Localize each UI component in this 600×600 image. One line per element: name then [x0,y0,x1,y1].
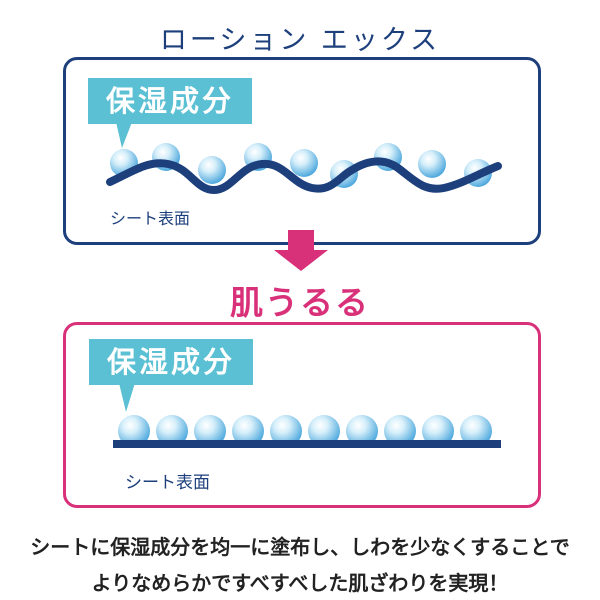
description-line-1: シートに保湿成分を均一に塗布し、しわを少なくすることで [30,535,570,559]
description-line-2: よりなめらかですべすべした肌ざわりを実現！ [91,571,509,595]
before-moisture-label: 保湿成分 [88,78,252,124]
droplet [308,415,340,447]
droplet [346,415,378,447]
droplet [290,149,318,177]
droplet [194,415,226,447]
down-arrow-icon [274,230,328,271]
wavy-sheet-surface [106,157,502,195]
after-droplets [118,415,492,447]
droplet [232,415,264,447]
droplet [418,150,446,178]
droplet [460,415,492,447]
before-label-pointer [116,122,132,148]
droplet [198,156,226,184]
before-sheet-caption: シート表面 [110,209,191,228]
product-title: ローション エックス [159,25,441,56]
flat-sheet-surface [113,440,501,448]
after-sheet-caption: シート表面 [125,473,210,493]
droplet [270,415,302,447]
droplet [118,415,150,447]
after-panel [63,322,541,508]
droplet [384,415,416,447]
droplet [156,415,188,447]
after-label-pointer [119,383,135,412]
result-heading: 肌うるる [230,283,370,322]
droplet [422,415,454,447]
after-moisture-label: 保湿成分 [89,339,253,385]
